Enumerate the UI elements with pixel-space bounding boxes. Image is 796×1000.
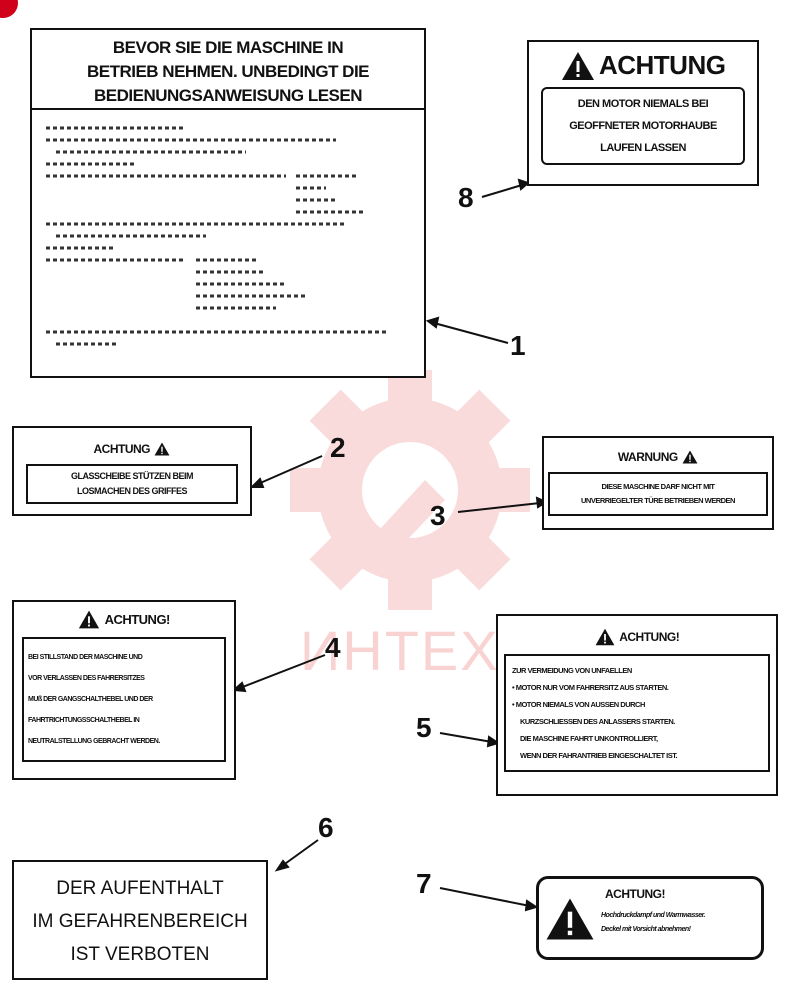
label-7-text: Hochdruckdampf und Warmwasser. Deckel mi… [601, 912, 705, 933]
label-5-inner-box: ZUR VERMEIDUNG VON UNFAELLEN • MOTOR NUR… [504, 654, 770, 773]
label-8-heading: ACHTUNG [598, 50, 726, 80]
label-7-heading: ACHTUNG! [605, 887, 666, 901]
warning-triangle-icon [78, 610, 100, 629]
label-5-header: ACHTUNG! [498, 628, 776, 646]
corner-badge [0, 0, 18, 18]
label-6-danger-zone: DER AUFENTHALT IM GEFAHRENBEREICH IST VE… [12, 860, 268, 980]
label-3-header: WARNUNG [544, 448, 772, 466]
label-1-manual-notice: BEVOR SIE DIE MASCHINE IN BETRIEB NEHMEN… [30, 28, 426, 378]
label-8-engine-hood: ACHTUNG DEN MOTOR NIEMALS BEI GEOFFNETER… [527, 40, 759, 186]
label-2-glass-pane: ACHTUNG GLASSCHEIBE STÜTZEN BEIM LOSMACH… [12, 426, 252, 516]
warning-triangle-icon [595, 628, 615, 646]
watermark-gear-icon [290, 370, 530, 610]
label-4-heading: ACHTUNG! [104, 612, 171, 627]
warning-triangle-icon [682, 450, 698, 464]
label-1-illegible-body [32, 110, 424, 379]
warning-triangle-icon [546, 898, 594, 940]
label-3-door-lock: WARNUNG DIESE MASCHINE DARF NICHT MIT UN… [542, 436, 774, 530]
label-4-header: ACHTUNG! [14, 610, 234, 629]
label-7-hot-steam: ACHTUNG! Hochdruckdampf und Warmwasser. … [536, 876, 764, 960]
label-4-number: 4 [325, 632, 341, 663]
label-7-number: 7 [416, 868, 432, 899]
label-2-inner-box: GLASSCHEIBE STÜTZEN BEIM LOSMACHEN DES G… [26, 464, 238, 504]
label-8-header: ACHTUNG [529, 50, 757, 81]
illegible-text-lines [46, 126, 386, 346]
warning-triangle-icon [155, 442, 170, 456]
label-2-number: 2 [330, 432, 346, 463]
label-3-number: 3 [430, 500, 446, 531]
label-8-number: 8 [458, 182, 474, 213]
label-6-number: 6 [318, 812, 334, 843]
label-5-engine-start: ACHTUNG! ZUR VERMEIDUNG VON UNFAELLEN • … [496, 614, 778, 796]
label-4-inner-box: BEI STILLSTAND DER MASCHINE UND VOR VERL… [22, 637, 226, 762]
label-4-driver-seat: ACHTUNG! BEI STILLSTAND DER MASCHINE UND… [12, 600, 236, 780]
label-8-inner-box: DEN MOTOR NIEMALS BEI GEOFFNETER MOTORHA… [541, 87, 745, 165]
label-3-heading: WARNUNG [617, 449, 678, 464]
label-1-title: BEVOR SIE DIE MASCHINE IN BETRIEB NEHMEN… [32, 30, 424, 110]
label-2-heading: ACHTUNG [93, 441, 151, 456]
warning-triangle-icon [561, 51, 594, 80]
label-3-inner-box: DIESE MASCHINE DARF NICHT MIT UNVERRIEGE… [548, 472, 768, 516]
label-1-number: 1 [510, 330, 526, 361]
label-5-number: 5 [416, 712, 432, 743]
watermark-text: ИНТЕХ [300, 619, 500, 682]
label-2-header: ACHTUNG [14, 440, 250, 458]
label-5-heading: ACHTUNG! [619, 630, 680, 644]
